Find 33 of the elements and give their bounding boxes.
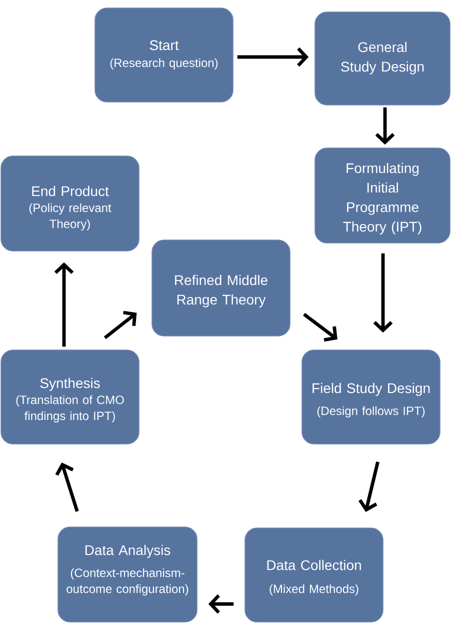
box-subtitle: (Research question) <box>110 58 218 70</box>
arrow <box>237 47 309 67</box>
process-box <box>0 156 140 252</box>
box-title: End Product <box>32 186 109 196</box>
box-title: Data Collection <box>267 560 361 570</box>
box-title: Start <box>150 40 179 50</box>
box-title: Refined Middle Range Theory <box>175 274 268 308</box>
box-subtitle: (Design follows IPT) <box>317 406 425 418</box>
box-subtitle: (Context-mechanism-outcome configuration) <box>66 568 188 596</box>
box-title: Formulating Initial Programme Theory (IPT) <box>343 162 422 234</box>
process-box <box>94 8 234 102</box>
arrow <box>208 594 234 614</box>
box-title: General Study Design <box>341 42 424 74</box>
arrow <box>358 462 380 512</box>
process-box <box>302 350 440 444</box>
arrow <box>54 262 74 347</box>
process-box <box>152 240 290 336</box>
arrow <box>55 462 79 512</box>
process-box <box>58 526 198 622</box>
process-box <box>314 148 450 244</box>
box-title: Synthesis <box>40 378 100 391</box>
process-box <box>244 528 384 622</box>
process-box <box>0 350 140 444</box>
box-subtitle: (Policy relevant Theory) <box>29 203 112 230</box>
box-title: Data Analysis <box>85 544 170 558</box>
box-title: Field Study Design <box>312 382 430 396</box>
arrow <box>373 253 393 333</box>
arrow <box>104 310 137 340</box>
box-subtitle: (Translation of CMO findings into IPT) <box>16 395 124 422</box>
process-box <box>314 12 450 106</box>
arrow <box>302 312 338 342</box>
box-subtitle: (Mixed Methods) <box>270 584 358 596</box>
arrow <box>375 107 395 145</box>
